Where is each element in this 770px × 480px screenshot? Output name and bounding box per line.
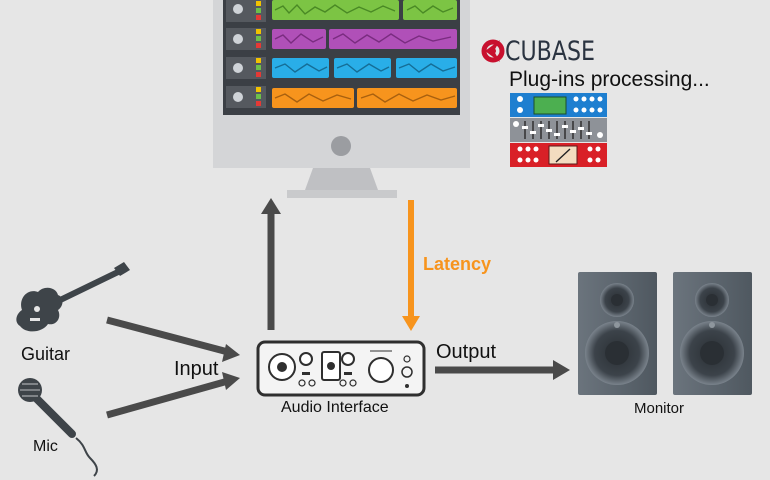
guitar-icon — [16, 262, 130, 332]
input-arrow-mic — [106, 372, 240, 419]
cubase-logo-icon — [481, 39, 505, 63]
monitor-base — [287, 190, 397, 198]
audio-interface-icon — [256, 340, 426, 397]
guitar-label: Guitar — [21, 344, 71, 364]
daw-track — [226, 57, 457, 79]
daw-track — [226, 86, 457, 108]
monitor-stand — [305, 168, 378, 190]
audio-interface-label: Audio Interface — [281, 399, 389, 416]
mic-label: Mic — [33, 438, 58, 455]
output-label: Output — [436, 341, 497, 363]
plugin-rack-icon — [510, 93, 607, 167]
latency-arrow — [402, 200, 420, 331]
computer-icon — [213, 0, 470, 198]
input-arrow-guitar — [106, 316, 240, 362]
cubase-wordmark: CUBASE — [505, 36, 596, 67]
plugins-status-text: Plug-ins processing... — [509, 68, 710, 91]
daw-track — [226, 0, 457, 22]
latency-label: Latency — [423, 254, 492, 274]
monitor-speaker-icon — [578, 272, 657, 395]
microphone-icon — [18, 378, 98, 477]
upstream-arrow — [261, 198, 281, 330]
output-arrow — [435, 360, 570, 380]
monitor-speaker-icon — [673, 272, 752, 395]
daw-track — [226, 28, 457, 50]
monitor-label: Monitor — [634, 400, 685, 417]
monitor-logo — [331, 136, 351, 156]
input-label: Input — [174, 358, 219, 380]
